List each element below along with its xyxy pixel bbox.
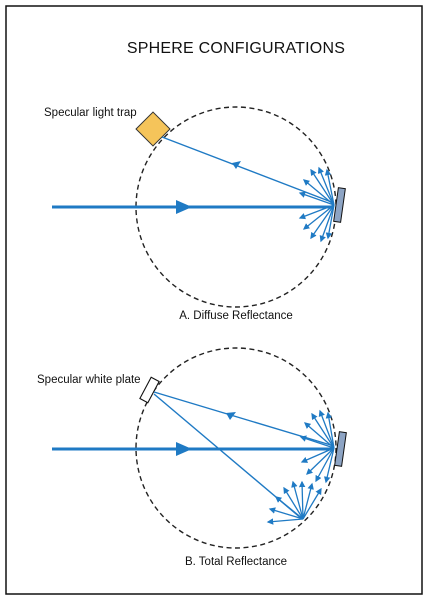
- diffuse-scatter-rays-b-sample: [299, 409, 335, 484]
- specular-beam-a-arrow: [232, 161, 241, 169]
- caption-diffuse-reflectance: A. Diffuse Reflectance: [179, 310, 293, 322]
- diffuse-scatter-rays-a: [298, 166, 335, 243]
- integrating-sphere-b: [135, 347, 337, 549]
- diagram-title: SPHERE CONFIGURATIONS: [127, 40, 345, 57]
- page-frame: [5, 5, 423, 595]
- panel-total-reflectance: Specular white plate: [37, 347, 347, 568]
- incident-beam-b-arrow: [176, 442, 192, 456]
- panel-diffuse-reflectance: Specular light trap A. Diffuse Reflectan…: [44, 106, 346, 322]
- specular-beam-a: [161, 136, 335, 204]
- specular-light-trap: [135, 111, 171, 147]
- sample-b: [334, 431, 347, 467]
- specular-beam-b: [153, 391, 335, 447]
- caption-total-reflectance: B. Total Reflectance: [185, 556, 287, 568]
- incident-beam-a-arrow: [176, 200, 192, 214]
- specular-light-trap-label: Specular light trap: [44, 107, 137, 119]
- sample-a: [333, 187, 346, 223]
- specular-white-plate-label: Specular white plate: [37, 374, 141, 386]
- specular-white-plate: [139, 376, 160, 404]
- diffuse-scatter-rays-b-wall: [266, 480, 322, 525]
- specular-beam-b-arrow: [226, 412, 236, 420]
